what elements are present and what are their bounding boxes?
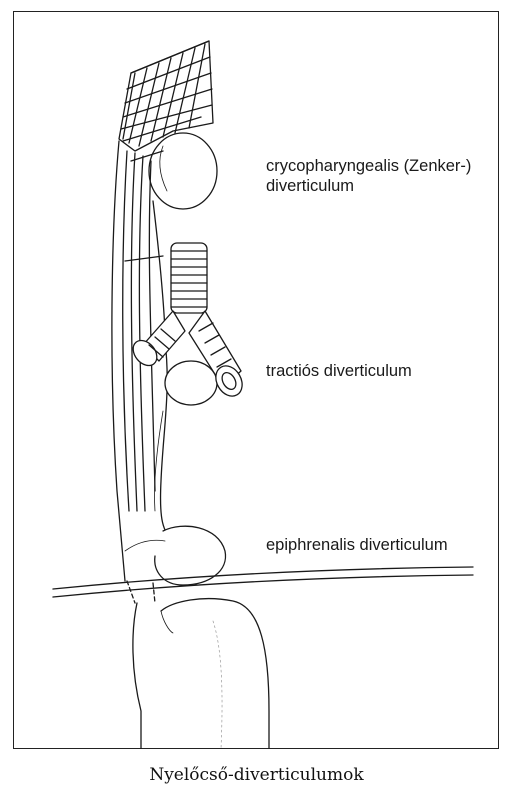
zenker-label-line1: crycopharyngealis (Zenker-) <box>266 157 472 175</box>
left-bronchus <box>132 310 186 367</box>
epiphrenic-diverticulum <box>154 525 227 586</box>
traction-label: tractiós diverticulum <box>266 362 412 380</box>
stomach <box>132 598 270 749</box>
figure-caption: Nyelőcső-diverticulumok <box>149 765 364 785</box>
zenker-diverticulum <box>148 132 218 210</box>
esophagus-upper <box>111 140 166 582</box>
right-bronchus <box>188 310 243 397</box>
zenker-label-line2: diverticulum <box>266 177 355 195</box>
diaphragm <box>52 566 474 590</box>
figure-frame <box>13 11 499 749</box>
traction-diverticulum <box>164 360 218 406</box>
esophagus-diverticula-illustration <box>52 40 474 749</box>
epiphrenic-label: epiphrenalis diverticulum <box>266 536 448 554</box>
trachea <box>170 242 208 314</box>
pharyngeal-muscle <box>118 40 214 152</box>
